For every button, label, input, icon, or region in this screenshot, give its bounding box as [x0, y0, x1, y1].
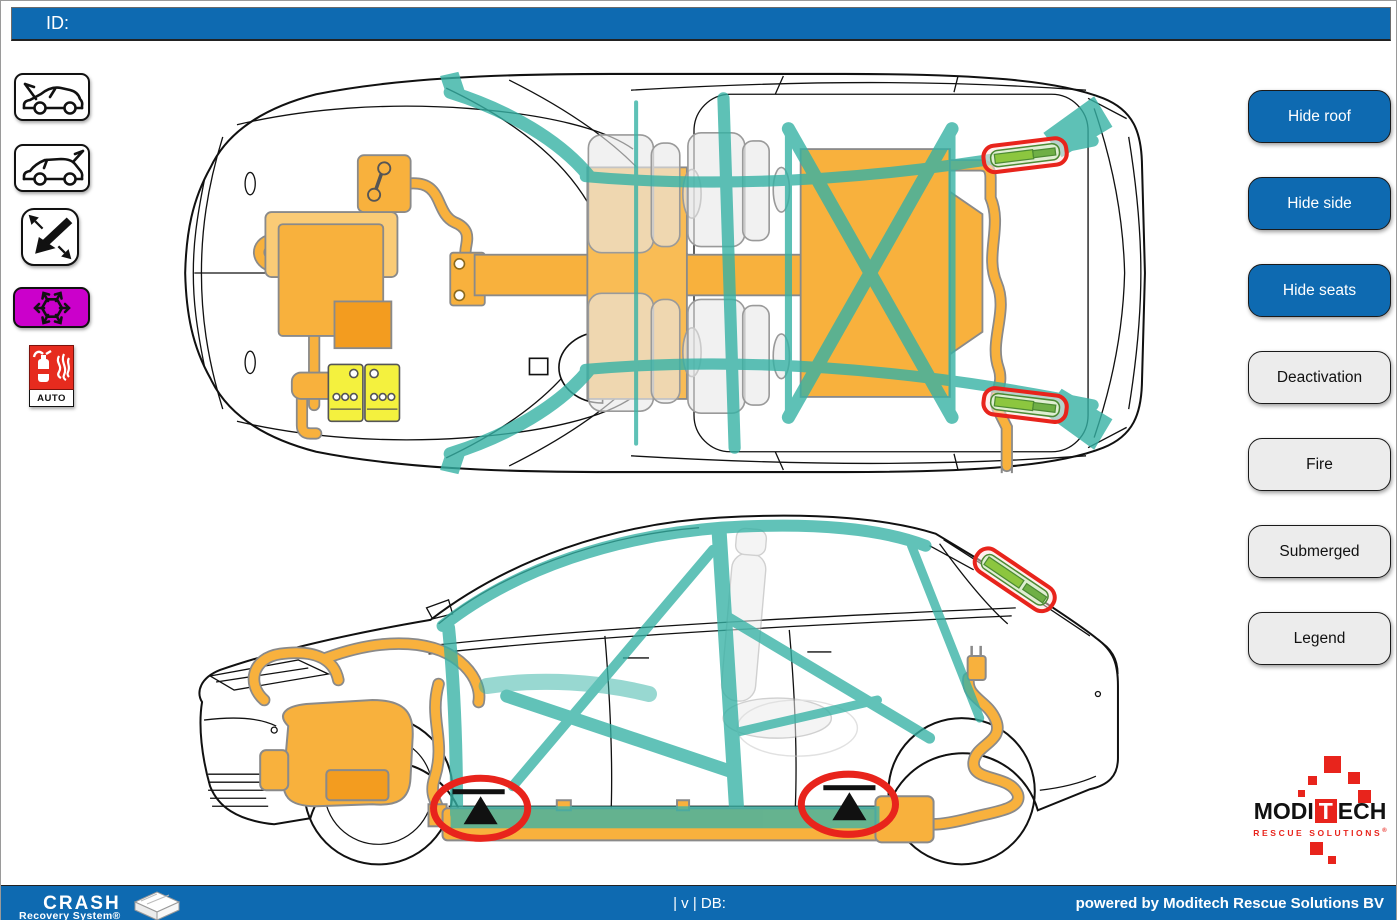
- submerged-button[interactable]: Submerged: [1248, 525, 1391, 578]
- fire-button[interactable]: Fire: [1248, 438, 1391, 491]
- auto-label: AUTO: [29, 390, 74, 407]
- toolbar-button-ac-refrigerant[interactable]: [13, 287, 90, 328]
- fire-extinguisher-icon: [29, 345, 74, 390]
- body-reinforcement-side[interactable]: [436, 519, 985, 829]
- logo-pixel: [1308, 776, 1317, 785]
- charge-port[interactable]: [966, 654, 987, 681]
- toolbar-button-auto-fire-extinguisher[interactable]: AUTO: [29, 345, 74, 407]
- gas-strut-highlight-top-left[interactable]: [981, 136, 1069, 175]
- moditech-wordmark: moditech: [1253, 798, 1387, 824]
- vehicle-top-view-diagram[interactable]: [174, 63, 1149, 483]
- hv-module-lower: [333, 300, 393, 350]
- logo-pixel: [1328, 856, 1336, 864]
- hide-side-button[interactable]: Hide side: [1248, 177, 1391, 230]
- battery-12v[interactable]: [327, 363, 401, 423]
- version-db-text: | v | DB:: [673, 895, 726, 912]
- crash-logo-subtitle: Recovery System®: [19, 910, 121, 920]
- hydraulic-rescue-tool-icon: [28, 214, 73, 260]
- logo-pixel: [1358, 790, 1371, 803]
- toolbar-button-tailgate-open[interactable]: [14, 144, 90, 192]
- id-label: ID:: [46, 13, 70, 33]
- toolbar-button-rescue-tool[interactable]: [21, 208, 79, 266]
- logo-pixel: [1310, 842, 1323, 855]
- logo-pixel: [1324, 756, 1341, 773]
- gas-strut-highlight-top-right[interactable]: [981, 386, 1069, 424]
- car-tailgate-open-icon: [22, 149, 85, 186]
- charge-port-prongs: [970, 645, 982, 656]
- car-hood-open-icon: [22, 82, 84, 115]
- crash-recovery-system-logo: Crash Recovery System®: [19, 885, 185, 920]
- front-hv-module: [259, 749, 290, 792]
- footer-bar: Crash Recovery System® | v | DB: powered…: [1, 885, 1396, 920]
- logo-pixel: [1348, 772, 1360, 784]
- moditech-subtitle: rescue solutions®: [1253, 828, 1387, 838]
- hv-rear-cable-fork: [1000, 465, 1013, 474]
- crash-logo-title: Crash: [43, 885, 121, 915]
- hv-connector-bolts: [453, 257, 466, 302]
- title-bar: ID:: [11, 7, 1391, 41]
- rear-hv-module[interactable]: [874, 795, 935, 844]
- gas-strut-highlight-side[interactable]: [970, 544, 1059, 616]
- sill-reinforcement: [450, 806, 880, 829]
- crash-logo-box-icon: [133, 891, 180, 920]
- legend-button[interactable]: Legend: [1248, 612, 1391, 665]
- moditech-logo: moditech rescue solutions®: [1244, 754, 1396, 866]
- ac-refrigerant-snowflake-icon: [32, 290, 71, 325]
- deactivation-button[interactable]: Deactivation: [1248, 351, 1391, 404]
- lift-point-marker-front[interactable]: [430, 774, 532, 842]
- logo-pixel: [1298, 790, 1305, 797]
- toolbar-button-hood-open[interactable]: [14, 73, 90, 121]
- hide-seats-button[interactable]: Hide seats: [1248, 264, 1391, 317]
- lift-point-marker-rear[interactable]: [797, 770, 900, 838]
- motor-sub-module: [325, 769, 390, 802]
- vehicle-side-view-diagram[interactable]: [176, 487, 1138, 879]
- hide-roof-button[interactable]: Hide roof: [1248, 90, 1391, 143]
- service-disconnect-lever: [367, 161, 392, 202]
- high-voltage-components-side[interactable]: [247, 637, 1025, 844]
- powered-by-text: powered by Moditech Rescue Solutions BV: [1075, 895, 1384, 912]
